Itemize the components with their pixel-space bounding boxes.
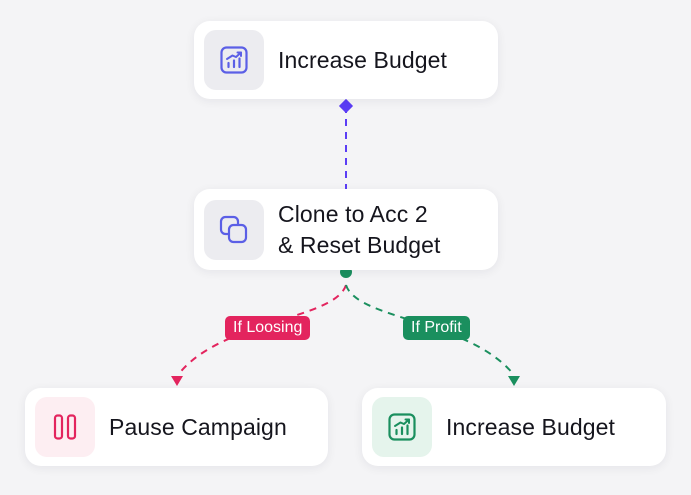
node-clone-reset[interactable]: Clone to Acc 2 & Reset Budget — [194, 189, 498, 270]
node-label: Pause Campaign — [109, 413, 287, 440]
arrowhead-left — [171, 376, 183, 386]
pause-icon — [35, 397, 95, 457]
node-label-line-2: & Reset Budget — [278, 231, 441, 258]
node-label: Increase Budget — [278, 46, 448, 73]
node-increase-budget-top[interactable]: Increase Budget — [194, 21, 498, 99]
badge-if-loosing: If Loosing — [225, 316, 311, 340]
clone-icon — [204, 199, 264, 260]
connector-diamond-marker — [338, 98, 354, 114]
node-label-multiline: Clone to Acc 2 & Reset Budget — [278, 199, 441, 261]
trending-up-chart-icon — [372, 397, 432, 457]
node-label: Increase Budget — [446, 413, 616, 440]
node-label-line-1: Clone to Acc 2 — [278, 200, 428, 227]
node-pause-campaign[interactable]: Pause Campaign — [25, 388, 328, 466]
badge-if-profit: If Profit — [403, 316, 470, 340]
node-increase-budget-right[interactable]: Increase Budget — [362, 388, 666, 466]
trending-up-chart-icon — [204, 30, 264, 90]
arrowhead-right — [508, 376, 520, 386]
